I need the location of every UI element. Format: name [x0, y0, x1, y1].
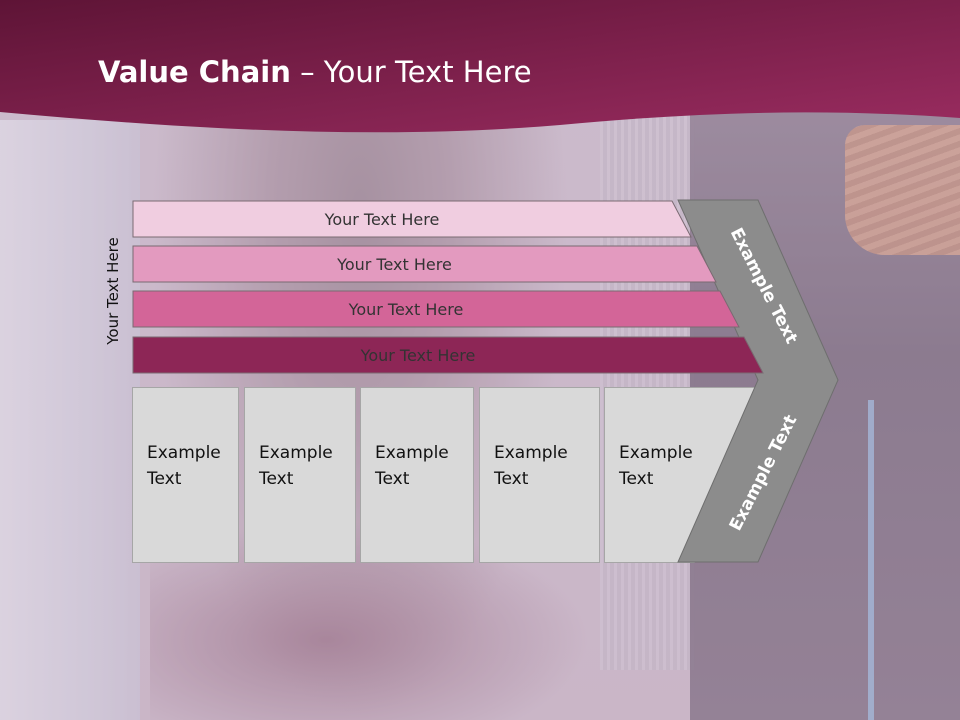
- box-3-line2: Text: [375, 469, 410, 489]
- bar-3-shape: [132, 290, 740, 328]
- boxes-reflection: Example Text Example Text Example Text E…: [0, 563, 960, 720]
- bar-4: Your Text Here: [132, 336, 764, 374]
- bar-2-shape: [132, 245, 717, 283]
- box-4-line1: Example: [494, 443, 568, 463]
- box-4-line2: Text: [494, 469, 529, 489]
- title-rest: – Your Text Here: [290, 55, 532, 89]
- bar-3-label: Your Text Here: [348, 299, 464, 319]
- activity-box-3: Example Text: [360, 387, 474, 563]
- value-chain-chevron: [677, 199, 839, 563]
- title-banner: Value Chain – Your Text Here: [0, 0, 960, 140]
- chevron-shape: [677, 199, 839, 563]
- activity-box-2: Example Text: [244, 387, 356, 563]
- box-1-line1: Example: [147, 443, 221, 463]
- activity-box-4: Example Text: [479, 387, 600, 563]
- title-bold: Value Chain: [98, 55, 291, 89]
- box-3-line1: Example: [375, 443, 449, 463]
- bar-4-shape: [132, 336, 764, 374]
- box-2-line1: Example: [259, 443, 333, 463]
- side-label: Your Text Here: [104, 237, 122, 345]
- box-1-line2: Text: [147, 469, 182, 489]
- bar-1-label: Your Text Here: [324, 209, 440, 229]
- bar-3: Your Text Here: [132, 290, 740, 328]
- orange-cables: [845, 125, 960, 255]
- page-title: Value Chain – Your Text Here: [98, 55, 532, 89]
- bar-2: Your Text Here: [132, 245, 717, 283]
- bar-4-label: Your Text Here: [360, 345, 476, 365]
- server-rack-left: [0, 120, 140, 720]
- bar-2-label: Your Text Here: [337, 254, 452, 274]
- bar-1-shape: [132, 200, 692, 238]
- bar-1: Your Text Here: [132, 200, 692, 238]
- blue-cable: [868, 400, 874, 720]
- activity-box-1: Example Text: [132, 387, 239, 563]
- box-5-line1: Example: [619, 443, 693, 463]
- box-5-line2: Text: [619, 469, 654, 489]
- box-2-line2: Text: [259, 469, 294, 489]
